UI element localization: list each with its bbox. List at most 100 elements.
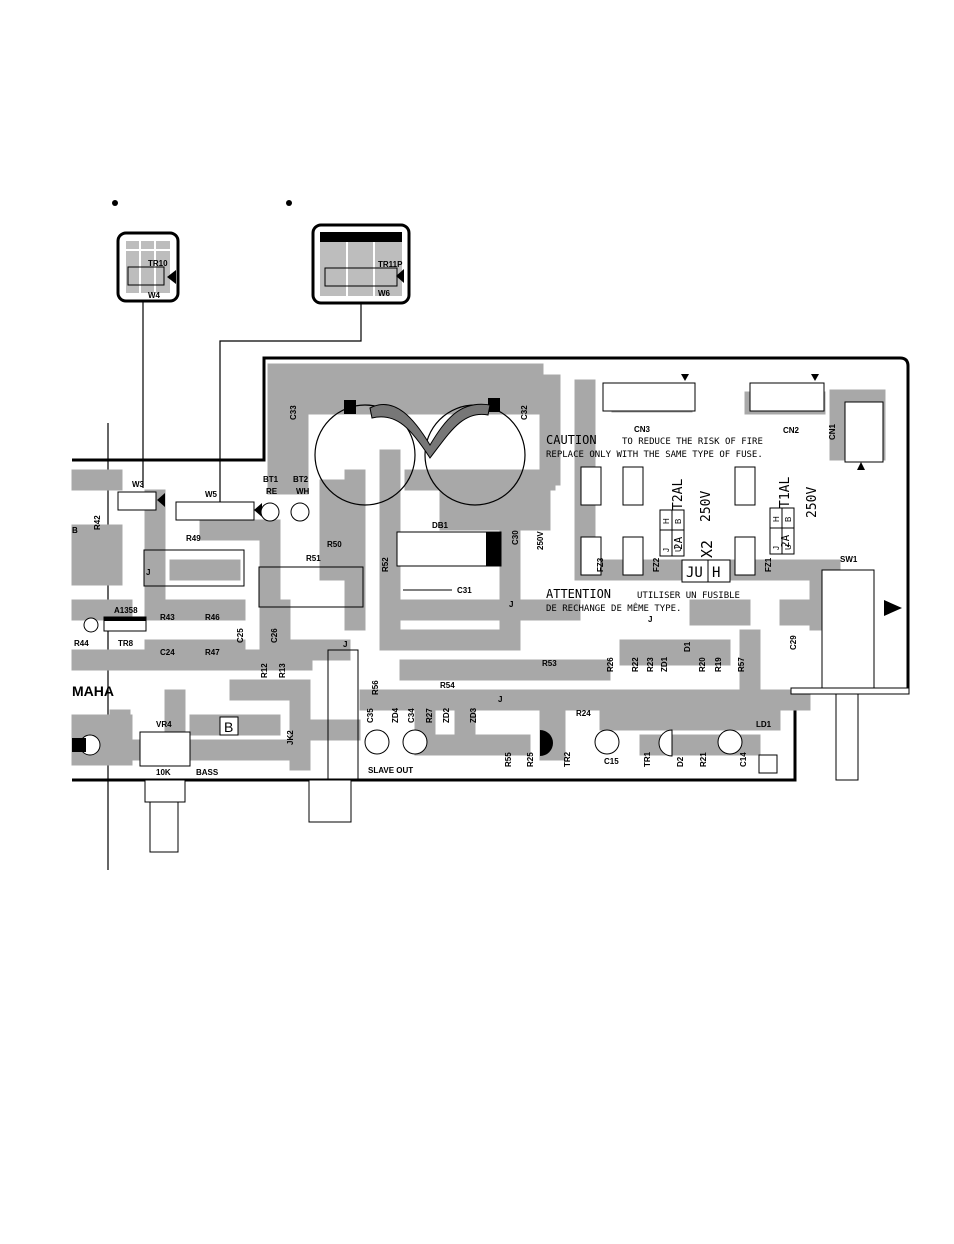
bass-label: BASS bbox=[196, 768, 219, 777]
connector-cn2: CN2 bbox=[749, 374, 825, 435]
tr1-label: TR1 bbox=[643, 751, 652, 767]
jumper-j-2: J bbox=[509, 600, 513, 609]
r47-label: R47 bbox=[205, 648, 220, 657]
x2-label: X2 bbox=[698, 540, 716, 558]
wh-label: WH bbox=[296, 487, 310, 496]
connector-cn3: CN3 bbox=[602, 374, 696, 434]
r24-label: R24 bbox=[576, 709, 591, 718]
r13-label: R13 bbox=[278, 663, 287, 678]
fz1-label: FZ1 bbox=[764, 557, 773, 572]
d1-label: D1 bbox=[683, 641, 692, 652]
vr4-label: VR4 bbox=[156, 720, 172, 729]
w5-label: W5 bbox=[205, 490, 218, 499]
c14-label: C14 bbox=[739, 752, 748, 767]
c29-label: C29 bbox=[789, 635, 798, 650]
brand-logo: MAHA bbox=[72, 683, 114, 699]
r43-label: R43 bbox=[160, 613, 175, 622]
fuse-b-u: U bbox=[784, 544, 793, 550]
tr8-label: TR8 bbox=[118, 639, 134, 648]
wire-w5: W5 bbox=[175, 490, 262, 521]
c24-label: C24 bbox=[160, 648, 175, 657]
r50-label: R50 bbox=[327, 540, 342, 549]
bt1-label: BT1 bbox=[263, 475, 279, 484]
sw1-label: SW1 bbox=[840, 555, 858, 564]
c15-label: C15 bbox=[604, 757, 619, 766]
connector-tr11p-label: TR11P bbox=[378, 260, 403, 269]
cn3-label: CN3 bbox=[634, 425, 651, 434]
region-h: H bbox=[712, 565, 720, 581]
c30-voltage: 250V bbox=[536, 531, 545, 550]
bt2-label: BT2 bbox=[293, 475, 309, 484]
jumper-j-4: J bbox=[648, 615, 652, 624]
fuse-b-b: B bbox=[784, 517, 793, 522]
r25-label: R25 bbox=[526, 752, 535, 767]
r56-label: R56 bbox=[371, 680, 380, 695]
r19-label: R19 bbox=[714, 657, 723, 672]
c34-label: C34 bbox=[407, 708, 416, 723]
jumper-j-3: J bbox=[498, 695, 502, 704]
r53-label: R53 bbox=[542, 659, 557, 668]
fuse-b-rating: 2A bbox=[779, 534, 792, 548]
region-box: JU H bbox=[681, 559, 731, 583]
caution-title: CAUTION bbox=[546, 433, 597, 447]
capacitor-c33: C33 bbox=[289, 400, 416, 506]
connector-tr10-label: TR10 bbox=[148, 259, 168, 268]
zd4-label: ZD4 bbox=[391, 707, 400, 723]
fuse-a-u: U bbox=[674, 546, 683, 552]
slave-out-label: SLAVE OUT bbox=[368, 766, 413, 775]
fuse-a-h: H bbox=[662, 518, 671, 524]
r12-label: R12 bbox=[260, 663, 269, 678]
fz3-label: FZ3 bbox=[596, 557, 605, 572]
r42-label: R42 bbox=[93, 515, 102, 530]
r44-label: R44 bbox=[74, 639, 89, 648]
connector-cn1: CN1 bbox=[828, 401, 884, 470]
r20-label: R20 bbox=[698, 657, 707, 672]
r54-label: R54 bbox=[440, 681, 455, 690]
re-label: RE bbox=[266, 487, 278, 496]
fuse-holders bbox=[580, 466, 756, 576]
attention-line1: UTILISER UN FUSIBLE bbox=[637, 591, 740, 601]
fuse-a-voltage: 250V bbox=[699, 491, 714, 522]
r55-label: R55 bbox=[504, 752, 513, 767]
tr2-label: TR2 bbox=[563, 751, 572, 767]
jumper-j-1: J bbox=[343, 640, 347, 649]
r27-label: R27 bbox=[425, 708, 434, 723]
switch-sw1: SW1 bbox=[790, 555, 910, 781]
attention-title: ATTENTION bbox=[546, 587, 611, 601]
fuse-b-type: T1AL bbox=[778, 477, 793, 508]
jumper-j-5: J bbox=[146, 568, 150, 577]
r46-label: R46 bbox=[205, 613, 220, 622]
zd3-label: ZD3 bbox=[469, 707, 478, 723]
region-ju: JU bbox=[686, 565, 703, 581]
fuse-a-type: T2AL bbox=[671, 479, 686, 510]
bridge-db1: DB1 bbox=[396, 521, 502, 567]
fuse-b-j: J bbox=[772, 546, 781, 550]
r49-label: R49 bbox=[186, 534, 201, 543]
jk2-label: JK2 bbox=[286, 730, 295, 745]
partial-b-label: B bbox=[72, 526, 78, 535]
connector-tr10: TR10 W4 bbox=[116, 231, 180, 303]
zd2-label: ZD2 bbox=[442, 707, 451, 723]
jack-jk2: JK2 bbox=[286, 649, 359, 823]
zd1-label: ZD1 bbox=[660, 656, 669, 672]
vr4-value: 10K bbox=[156, 768, 171, 777]
r57-label: R57 bbox=[737, 657, 746, 672]
fuse-a-b: B bbox=[674, 519, 683, 524]
connector-tr11p: TR11P W6 bbox=[311, 223, 411, 305]
caution-line2: REPLACE ONLY WITH THE SAME TYPE OF FUSE. bbox=[546, 450, 763, 460]
caution-line1: TO REDUCE THE RISK OF FIRE bbox=[622, 437, 763, 447]
cn1-label: CN1 bbox=[828, 423, 837, 440]
fuse-a-j: J bbox=[662, 548, 671, 552]
pot-vr4: VR4 10K bbox=[139, 720, 191, 853]
connector-w4-label: W4 bbox=[148, 291, 161, 300]
a1358-label: A1358 bbox=[114, 606, 138, 615]
bullet-right bbox=[286, 200, 292, 206]
ld1-label: LD1 bbox=[756, 720, 772, 729]
fuse-b-h: H bbox=[772, 516, 781, 522]
w3-label: W3 bbox=[132, 480, 145, 489]
c31-label: C31 bbox=[457, 586, 472, 595]
c32-label: C32 bbox=[520, 405, 529, 420]
c30-label: C30 bbox=[511, 530, 520, 545]
c35-label: C35 bbox=[366, 708, 375, 723]
